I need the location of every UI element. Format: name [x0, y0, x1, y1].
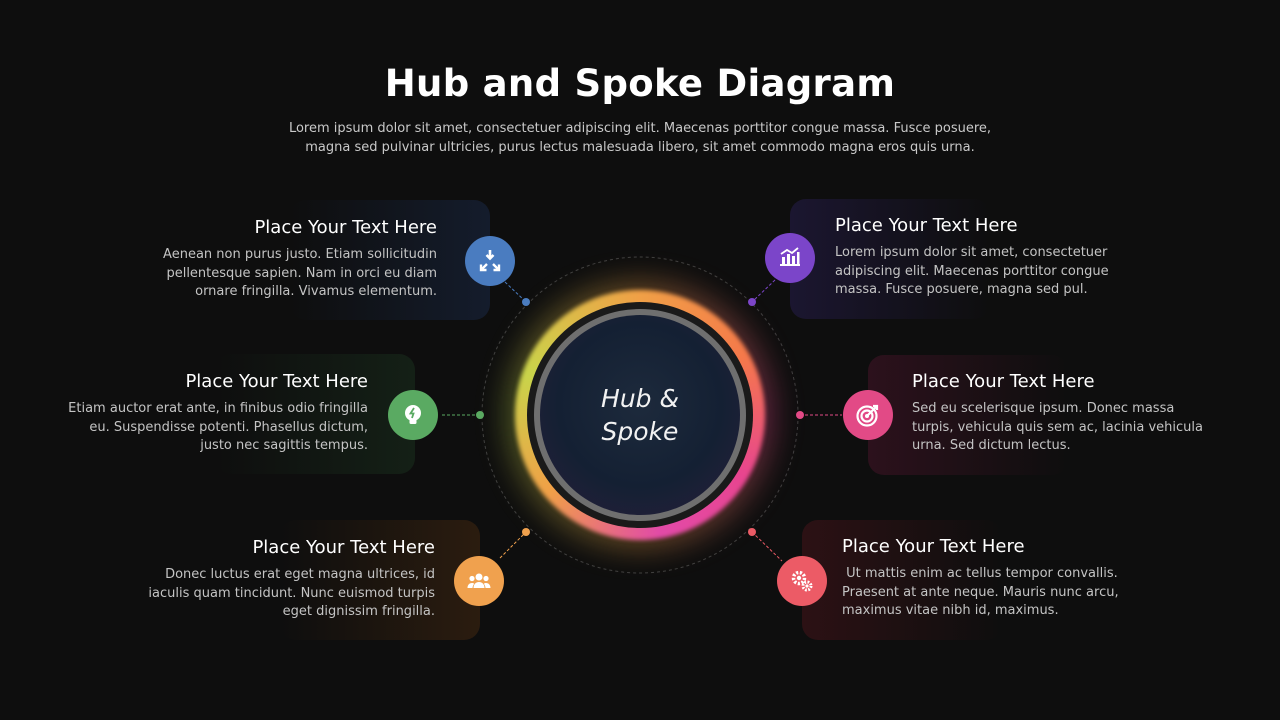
spoke-6-line: Praesent at ante neque. Mauris nunc arcu…	[842, 584, 1119, 600]
spoke-1-line: Aenean non purus justo. Etiam sollicitud…	[163, 247, 437, 262]
spoke-2-line: Etiam auctor erat ante, in finibus odio …	[68, 401, 368, 416]
spoke-card-3-bg	[280, 520, 480, 640]
spoke-card-1-bg	[290, 200, 490, 320]
spoke-3-line: iaculis quam tincidunt. Nunc euismod tur…	[148, 585, 435, 601]
spoke-1-line: ornare fringilla. Vivamus elementum.	[195, 284, 437, 299]
spoke-2-line: eu. Suspendisse potenti. Phasellus dictu…	[89, 419, 368, 435]
spoke-5-line: urna. Sed dictum lectus.	[912, 438, 1071, 453]
spoke-card-4-bg	[790, 199, 990, 319]
subtitle-line: Lorem ipsum dolor sit amet, consectetuer…	[288, 121, 992, 136]
spoke-1-line: pellentesque sapien. Nam in orci eu diam	[166, 265, 437, 281]
connector-dot-5	[796, 411, 804, 419]
target-icon	[843, 390, 893, 440]
spoke-5-line: turpis, vehicula quis sem ac, lacinia ve…	[912, 419, 1203, 435]
team-icon	[454, 556, 504, 606]
page-subtitle: Lorem ipsum dolor sit amet, consectetuer…	[270, 119, 1010, 157]
spoke-4-line: Lorem ipsum dolor sit amet, consectetuer	[835, 245, 1108, 260]
spoke-2-text: Place Your Text Here Etiam auctor erat a…	[68, 371, 368, 456]
spoke-card-6-bg	[802, 520, 1002, 640]
hub-label-line1: Hub &	[601, 384, 679, 413]
connector-3	[499, 531, 527, 559]
spoke-6-text: Place Your Text Here Ut mattis enim ac t…	[842, 536, 1119, 621]
connector-dot-4	[748, 298, 756, 306]
spoke-6-line: maximus vitae nibh id, maximus.	[842, 603, 1059, 618]
spoke-4-text: Place Your Text Here Lorem ipsum dolor s…	[835, 215, 1109, 300]
spoke-6-line: Ut mattis enim ac tellus tempor convalli…	[842, 566, 1118, 581]
spoke-3-heading: Place Your Text Here	[252, 537, 435, 558]
connector-4	[751, 279, 776, 303]
spoke-1-heading: Place Your Text Here	[254, 217, 437, 238]
spoke-4-heading: Place Your Text Here	[835, 215, 1018, 236]
lightbulb-icon	[388, 390, 438, 440]
hub-core: Hub & Spoke	[540, 315, 740, 515]
spoke-card-5-bg	[868, 355, 1068, 475]
arrows-converge-icon	[465, 236, 515, 286]
gears-icon	[777, 556, 827, 606]
spoke-6-heading: Place Your Text Here	[842, 536, 1025, 557]
spoke-1-text: Place Your Text Here Aenean non purus ju…	[163, 217, 437, 302]
connector-dot-6	[748, 528, 756, 536]
spoke-3-text: Place Your Text Here Donec luctus erat e…	[148, 537, 435, 622]
spoke-2-heading: Place Your Text Here	[185, 371, 368, 392]
connector-dot-2	[476, 411, 484, 419]
spoke-5-line: Sed eu scelerisque ipsum. Donec massa	[912, 401, 1175, 416]
subtitle-line: magna sed pulvinar ultricies, purus lect…	[305, 140, 975, 155]
hub-label-line2: Spoke	[601, 417, 679, 446]
spoke-3-line: eget dignissim fringilla.	[282, 604, 435, 619]
spoke-5-text: Place Your Text Here Sed eu scelerisque …	[912, 371, 1203, 456]
connector-dot-3	[522, 528, 530, 536]
hub-label: Hub & Spoke	[580, 382, 700, 448]
connector-1	[504, 281, 527, 303]
spoke-3-line: Donec luctus erat eget magna ultrices, i…	[165, 567, 435, 582]
connector-dot-1	[522, 298, 530, 306]
bar-chart-icon	[765, 233, 815, 283]
spoke-4-line: massa. Fusce posuere, magna sed pul.	[835, 282, 1088, 297]
spoke-4-line: adipiscing elit. Maecenas porttitor cong…	[835, 263, 1109, 279]
spoke-5-heading: Place Your Text Here	[912, 371, 1095, 392]
spoke-card-2-bg	[215, 354, 415, 474]
spoke-2-line: justo nec sagittis tempus.	[200, 438, 368, 453]
connector-6	[751, 531, 783, 562]
page-title: Hub and Spoke Diagram	[384, 62, 896, 105]
